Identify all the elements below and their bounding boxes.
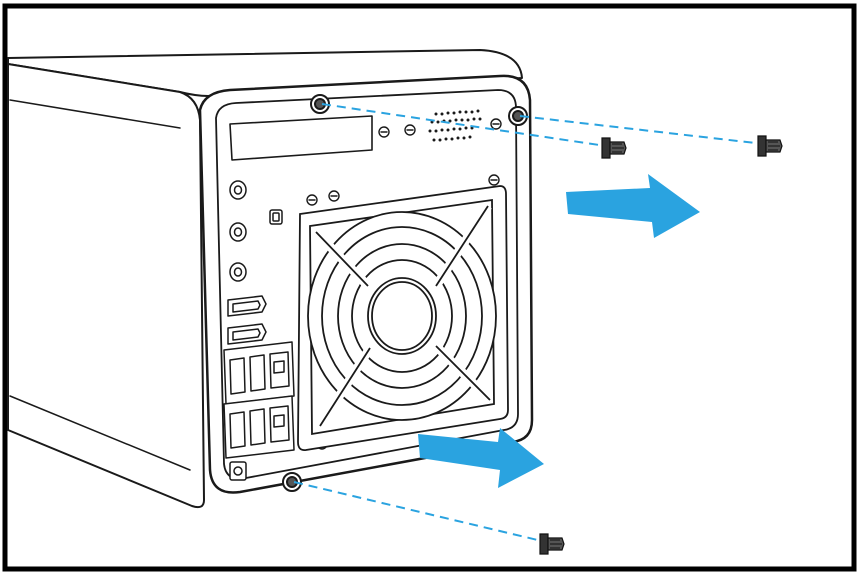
screw-guide-lines (293, 103, 765, 543)
arrow-upper (566, 174, 700, 238)
screw-icon (539, 135, 783, 555)
screw-top-right (757, 135, 783, 157)
arrow-lower (418, 428, 544, 488)
screw-top-left (601, 137, 627, 159)
lan-usb-block-bottom (223, 395, 295, 459)
lock-slot (269, 209, 283, 225)
fan-icon (297, 185, 509, 451)
guide-line-top-right (519, 115, 765, 145)
lan-usb-block-top (223, 341, 295, 405)
audio-ports (229, 180, 247, 282)
screw-bottom (539, 533, 565, 555)
mounting-holes (282, 94, 528, 492)
arrow-right-icon (418, 174, 700, 488)
guide-line-bottom (293, 481, 547, 543)
power-jack (229, 461, 247, 481)
hdmi-ports (227, 295, 267, 345)
guide-line-top-left (321, 103, 607, 147)
